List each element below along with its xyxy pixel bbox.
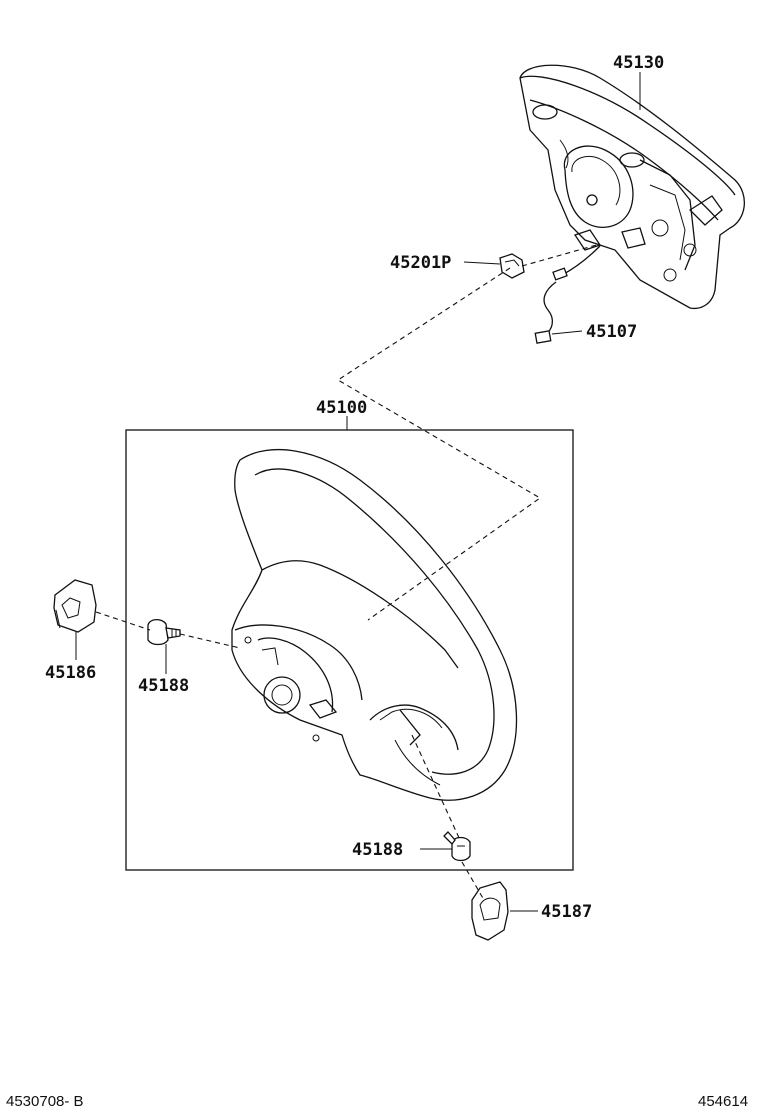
footer-left-code: 4530708- B — [6, 1093, 84, 1110]
footer-right-code: 454614 — [698, 1093, 748, 1110]
screw-icon — [147, 618, 181, 646]
dashed-guide-bottom-screw — [411, 734, 461, 841]
label-45187: 45187 — [541, 902, 592, 922]
dashed-guide-left-cover — [95, 611, 151, 631]
steering-wheel-icon — [231, 448, 518, 801]
label-45130: 45130 — [613, 53, 664, 73]
label-45100: 45100 — [316, 398, 367, 418]
dashed-guide-nut-to-wheel — [336, 267, 542, 621]
wire-harness-icon — [534, 245, 601, 344]
nut-icon — [499, 253, 525, 279]
right-cover-icon — [471, 881, 509, 941]
label-45186: 45186 — [45, 663, 96, 683]
leader-45201p — [463, 261, 501, 265]
label-45107: 45107 — [586, 322, 637, 342]
leader-45107 — [551, 330, 583, 335]
screw-icon-2 — [443, 831, 471, 862]
left-cover-icon — [53, 579, 97, 633]
airbag-module-icon — [519, 64, 746, 310]
label-45201p: 45201P — [390, 253, 451, 273]
dashed-guide-left-screw — [179, 633, 241, 649]
dashed-guide-harness — [521, 243, 601, 267]
dashed-guide-right-cover — [461, 861, 485, 901]
assembly-frame — [125, 429, 574, 871]
label-45188a: 45188 — [138, 676, 189, 696]
label-45188b: 45188 — [352, 840, 403, 860]
